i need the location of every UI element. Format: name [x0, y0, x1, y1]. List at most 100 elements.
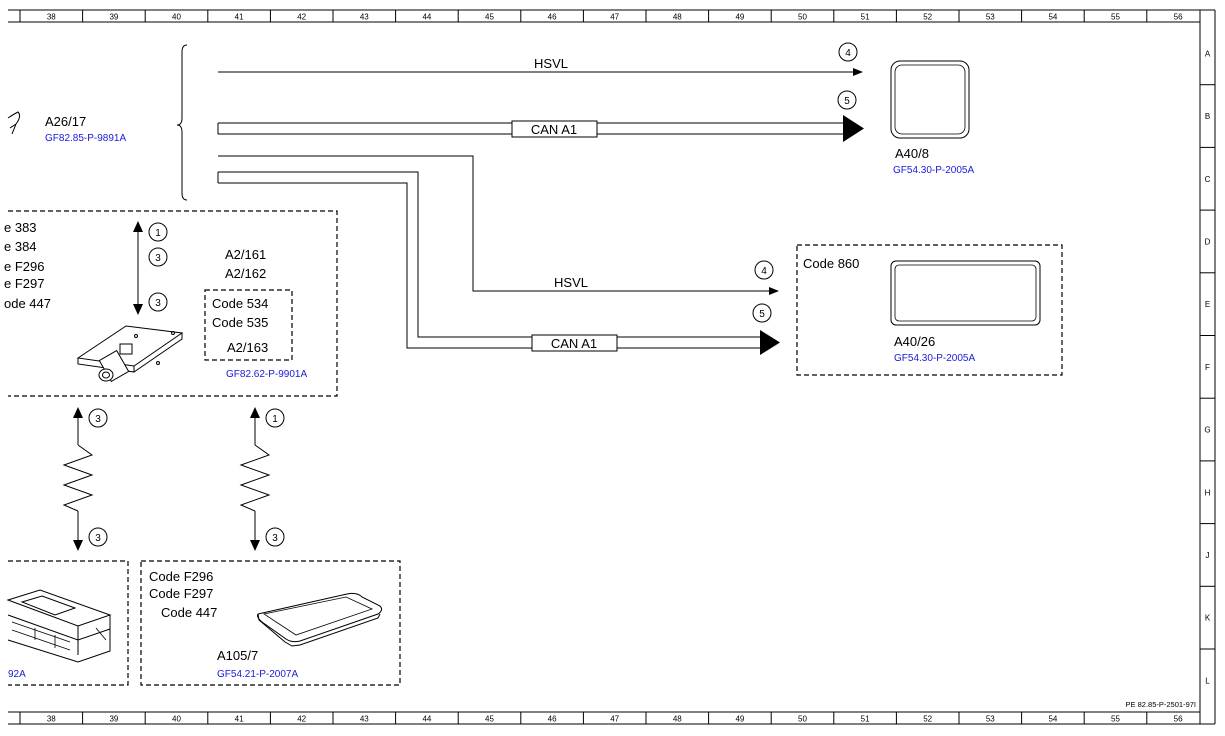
column-label-bottom-52: 52 — [923, 715, 932, 724]
can-mid-label: CAN A1 — [551, 336, 597, 351]
column-label-bottom-54: 54 — [1048, 715, 1057, 724]
column-label-top-38: 38 — [47, 13, 56, 22]
row-label-E: E — [1205, 300, 1210, 309]
column-label-bottom-51: 51 — [861, 715, 870, 724]
a105-code-3: Code 447 — [161, 605, 217, 620]
column-label-top-40: 40 — [172, 13, 181, 22]
column-label-top-50: 50 — [798, 13, 807, 22]
a105-7-box: Code F296 Code F297 Code 447 A105/7 GF54… — [140, 560, 401, 686]
column-label-bottom-56: 56 — [1174, 715, 1183, 724]
column-label-bottom-42: 42 — [297, 715, 306, 724]
a2-code-3: e F296 — [4, 259, 44, 274]
svg-text:5: 5 — [844, 96, 850, 107]
display-icon — [890, 260, 1041, 326]
radio-link-left: 3 3 — [62, 407, 108, 551]
column-label-top-44: 44 — [422, 13, 431, 22]
column-label-top-42: 42 — [297, 13, 306, 22]
hand-icon — [7, 111, 21, 135]
row-label-J: J — [1206, 551, 1210, 560]
document-id: PE 82.85-P-2501-97I — [1126, 700, 1196, 709]
radio-link-right: 1 3 — [239, 407, 285, 551]
svg-text:4: 4 — [761, 266, 767, 277]
marker-3-left-top: 3 — [88, 408, 108, 428]
column-label-bottom-43: 43 — [360, 715, 369, 724]
column-label-top-51: 51 — [861, 13, 870, 22]
a2-161-label: A2/161 — [225, 247, 266, 262]
marker-3-left-bottom: 3 — [88, 527, 108, 547]
column-label-bottom-39: 39 — [109, 715, 118, 724]
marker-1-right: 1 — [265, 408, 285, 428]
marker-3-a2-bottom: 3 — [148, 292, 168, 312]
bottom-left-ref-link[interactable]: 92A — [8, 669, 26, 680]
a2-inner-code-1: Code 534 — [212, 296, 268, 311]
a26-17-component: A26/17 GF82.85-P-9891A — [7, 44, 188, 201]
column-label-top-55: 55 — [1111, 13, 1120, 22]
column-label-bottom-55: 55 — [1111, 715, 1120, 724]
a2-ref-link[interactable]: GF82.62-P-9901A — [226, 369, 307, 380]
column-label-top-45: 45 — [485, 13, 494, 22]
column-label-bottom-41: 41 — [235, 715, 244, 724]
column-label-bottom-53: 53 — [986, 715, 995, 724]
a40-26-box: Code 860 A40/26 GF54.30-P-2005A — [796, 244, 1063, 376]
a2-inner-code-2: Code 535 — [212, 315, 268, 330]
a2-code-5: ode 447 — [4, 296, 51, 311]
row-label-K: K — [1205, 614, 1211, 623]
a40-8-ref-link[interactable]: GF54.30-P-2005A — [893, 165, 974, 176]
hsvl-top-label: HSVL — [534, 56, 568, 71]
a105-code-1: Code F296 — [149, 569, 213, 584]
wire-hsvl-top: HSVL — [218, 56, 863, 76]
drawing-frame — [8, 9, 1216, 725]
control-unit-icon — [6, 589, 112, 663]
marker-5-mid: 5 — [752, 303, 772, 323]
marker-3-a2-top: 3 — [148, 247, 168, 267]
column-label-bottom-50: 50 — [798, 715, 807, 724]
a26-17-ref-link[interactable]: GF82.85-P-9891A — [45, 133, 126, 144]
a2-code-4: e F297 — [4, 276, 44, 291]
svg-text:3: 3 — [95, 533, 101, 544]
group-brace — [176, 44, 188, 201]
column-label-top-53: 53 — [986, 13, 995, 22]
a2-code-2: e 384 — [4, 239, 37, 254]
svg-text:3: 3 — [155, 298, 161, 309]
a105-7-ref-link[interactable]: GF54.21-P-2007A — [217, 669, 298, 680]
svg-text:4: 4 — [845, 48, 851, 59]
svg-text:3: 3 — [95, 414, 101, 425]
row-label-L: L — [1205, 676, 1210, 685]
column-label-bottom-49: 49 — [735, 715, 744, 724]
hsvl-mid-label: HSVL — [554, 275, 588, 290]
row-label-C: C — [1205, 175, 1211, 184]
column-label-bottom-46: 46 — [548, 715, 557, 724]
column-label-top-48: 48 — [673, 13, 682, 22]
a105-7-label: A105/7 — [217, 648, 258, 663]
column-label-top-56: 56 — [1174, 13, 1183, 22]
marker-3-right-bottom: 3 — [265, 527, 285, 547]
column-label-top-41: 41 — [235, 13, 244, 22]
svg-text:3: 3 — [155, 253, 161, 264]
a40-26-label: A40/26 — [894, 334, 935, 349]
column-label-top-46: 46 — [548, 13, 557, 22]
row-label-F: F — [1205, 363, 1210, 372]
bottom-left-box: 92A — [6, 560, 129, 686]
column-label-bottom-47: 47 — [610, 715, 619, 724]
row-label-H: H — [1205, 488, 1211, 497]
svg-text:3: 3 — [272, 533, 278, 544]
wire-hsvl-mid: HSVL — [218, 155, 779, 295]
marker-1-a2: 1 — [148, 222, 168, 242]
tablet-icon — [257, 592, 383, 647]
a2-group-box: e 383 e 384 e F296 e F297 ode 447 1 3 3 — [4, 210, 338, 397]
can-top-label: CAN A1 — [531, 122, 577, 137]
a2-163-label: A2/163 — [227, 340, 268, 355]
a40-8-label: A40/8 — [895, 146, 929, 161]
a2-162-label: A2/162 — [225, 266, 266, 281]
wire-can-top: CAN A1 — [217, 115, 864, 142]
svg-text:1: 1 — [272, 414, 278, 425]
svg-text:1: 1 — [155, 228, 161, 239]
a40-26-ref-link[interactable]: GF54.30-P-2005A — [894, 353, 975, 364]
column-label-top-47: 47 — [610, 13, 619, 22]
a40-26-code: Code 860 — [803, 256, 859, 271]
marker-4-top: 4 — [838, 42, 858, 62]
svg-text:5: 5 — [759, 309, 765, 320]
display-icon — [890, 60, 970, 139]
column-label-top-39: 39 — [109, 13, 118, 22]
